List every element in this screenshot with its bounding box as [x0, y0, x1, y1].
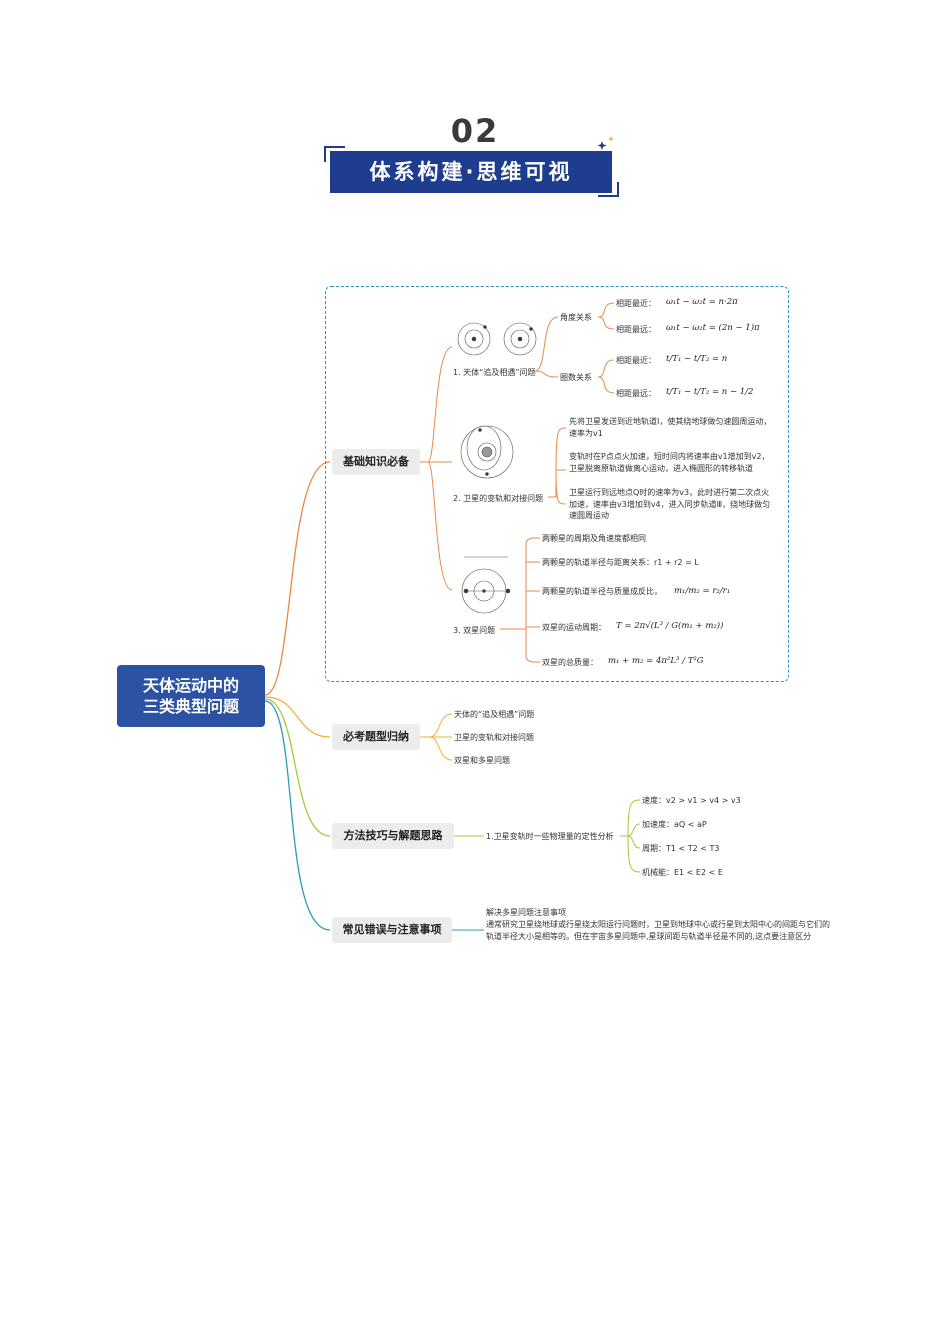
transfer-item: 先将卫星发送到近地轨道Ⅰ，使其绕地球做匀速圆周运动，速率为v1: [569, 417, 772, 438]
angle-nearest-label: 相距最近：: [616, 299, 656, 308]
binary-item: 两颗星的轨道半径与质量成反比，: [542, 587, 662, 596]
mindmap-root: 天体运动中的 三类典型问题: [117, 665, 265, 727]
circle-nearest-formula: t/T₁ − t/T₂ = n: [666, 354, 728, 364]
section-number: 02: [450, 112, 500, 150]
transfer-item: 变轨时在P点点火加速，短时间内将速率由v1增加到v2，卫星脱离原轨道做离心运动，…: [569, 452, 770, 473]
transfer-label: 2. 卫星的变轨和对接问题: [453, 494, 544, 503]
binary-star-illustration: [461, 556, 511, 614]
must-item: 双星和多星问题: [454, 756, 510, 765]
circle-nearest-label: 相距最近：: [616, 356, 656, 365]
binary-item: 双星的运动周期：: [542, 623, 606, 632]
angle-farthest-label: 相距最远：: [616, 325, 656, 334]
angle-relation-label: 角度关系: [560, 313, 592, 322]
branch-errors: 常见错误与注意事项: [332, 917, 452, 943]
branch-must: 必考题型归纳: [332, 724, 420, 750]
binary-item: 两颗星的轨道半径与距离关系：r1 + r2 = L: [542, 558, 699, 567]
angle-farthest-formula: ω₁t − ω₂t = (2n − 1)π: [666, 323, 760, 333]
method-sub: 1.卫星变轨时一些物理量的定性分析: [486, 832, 614, 841]
method-item: 周期：T1 < T2 < T3: [642, 844, 720, 853]
circle-farthest-formula: t/T₁ − t/T₂ = n − 1/2: [666, 387, 754, 397]
must-item: 卫星的变轨和对接问题: [454, 733, 534, 742]
transfer-orbit-illustration: [460, 425, 514, 479]
sparkle-icon: [608, 136, 614, 142]
binary-label: 3. 双星问题: [453, 626, 496, 635]
circle-relation-label: 圈数关系: [560, 373, 592, 382]
errors-text: 通常研究卫星绕地球或行星绕太阳运行问题时，卫星到地球中心或行星到太阳中心的间距与…: [486, 920, 830, 941]
must-item: 天体的“追及相遇”问题: [454, 710, 535, 719]
binary-item: 双星的总质量：: [542, 658, 598, 667]
binary-ratio-formula: m₁/m₂ = r₂/r₁: [674, 586, 731, 596]
title-frame-decoration: [324, 146, 619, 197]
section-title: 体系构建·思维可视: [330, 151, 612, 193]
circle-farthest-label: 相距最远：: [616, 389, 656, 398]
method-item: 加速度：aQ < aP: [642, 820, 707, 829]
basics-frame: [325, 286, 789, 682]
transfer-item: 卫星运行到远地点Q时的速率为v3，此时进行第二次点火加速，速率由v3增加到v4，…: [569, 488, 771, 520]
sparkle-icon: [597, 141, 607, 150]
chase-label: 1. 天体“追及相遇”问题: [453, 368, 536, 377]
errors-title: 解决多星问题注意事项: [486, 908, 566, 917]
root-line-1: 天体运动中的: [142, 676, 239, 695]
root-line-2: 三类典型问题: [142, 697, 239, 716]
branch-method: 方法技巧与解题思路: [332, 823, 454, 849]
angle-nearest-formula: ω₁t − ω₂t = n·2π: [666, 297, 738, 307]
branch-basics: 基础知识必备: [332, 449, 420, 475]
method-item: 机械能：E1 < E2 < E: [642, 868, 723, 877]
method-item: 速度：v2 > v1 > v4 > v3: [642, 796, 741, 805]
binary-mass-formula: m₁ + m₂ = 4π²L³ / T²G: [608, 656, 704, 666]
binary-item: 两颗星的周期及角速度都相同: [542, 534, 646, 543]
binary-period-formula: T = 2π√(L³ / G(m₁ + m₂)): [616, 621, 724, 631]
orbit-illustration: [457, 322, 537, 356]
